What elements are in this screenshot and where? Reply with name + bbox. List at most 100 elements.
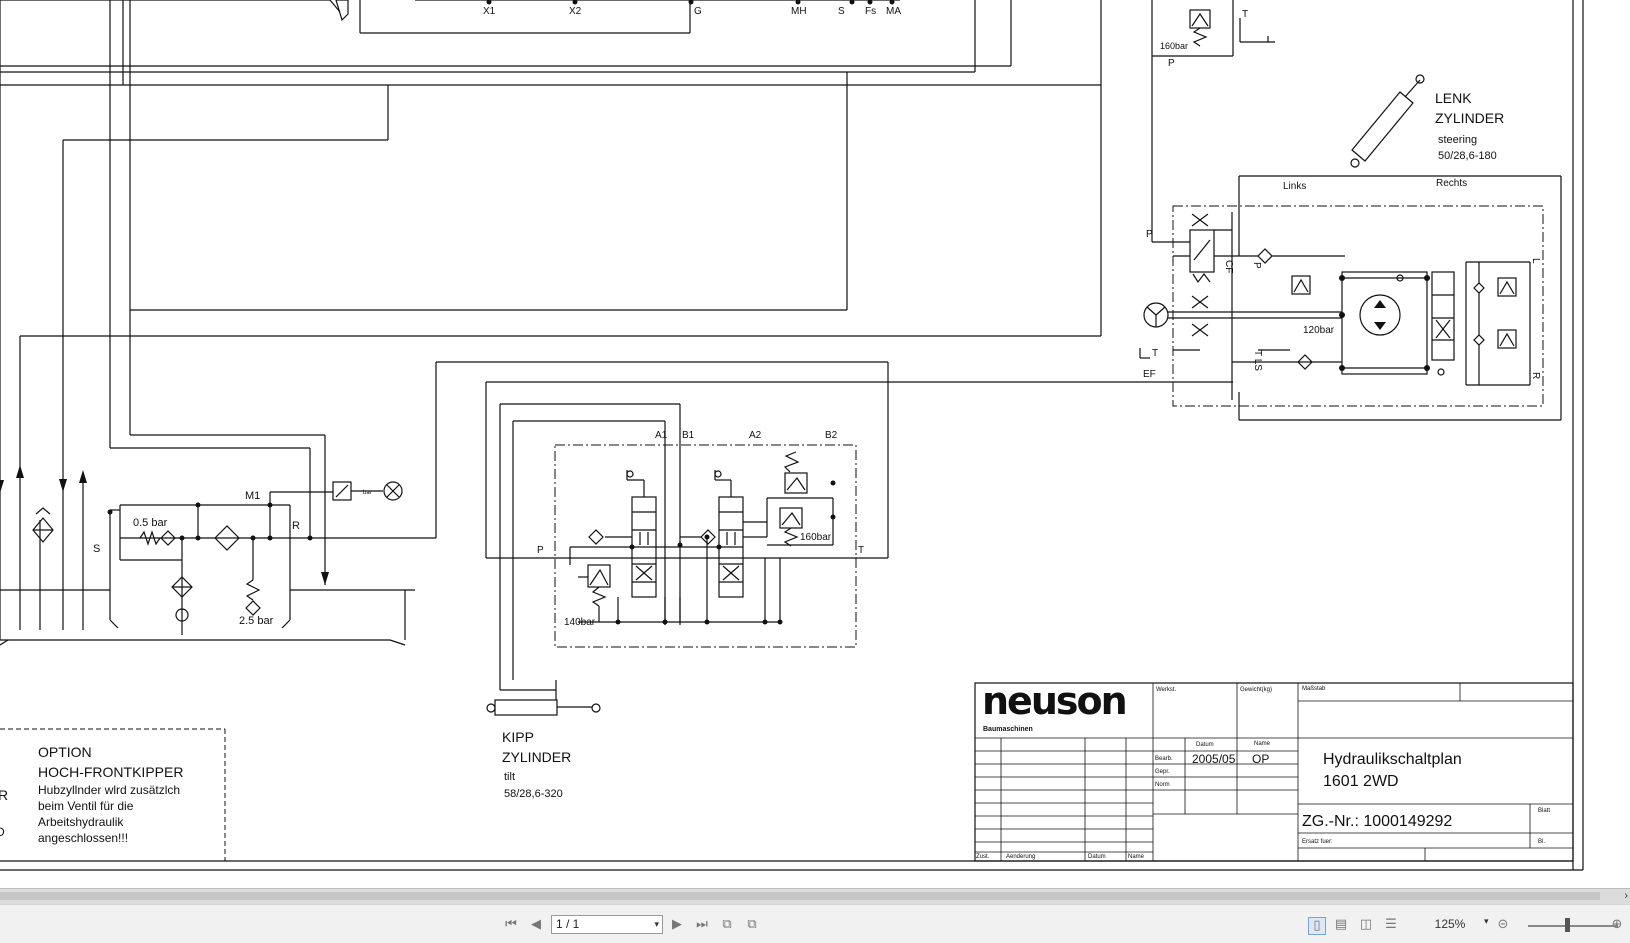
value-name: OP	[1252, 752, 1269, 766]
company-logo: neuson	[982, 679, 1126, 723]
upper-pipework: X1 X2 G MH S Fs MA	[0, 0, 1102, 640]
label-zust: Zust.	[976, 854, 990, 860]
steering-cylinder-title-1: LENK	[1435, 90, 1472, 106]
port-a2: A2	[749, 430, 762, 441]
port-label-g: G	[694, 6, 702, 17]
steering-cylinder-spec: 50/28,6-180	[1438, 150, 1497, 162]
port-label-ma: MA	[886, 6, 901, 17]
option-title: OPTION	[38, 744, 92, 760]
last-page-icon[interactable]: ⏭	[696, 917, 708, 932]
steering-port-ef: EF	[1143, 369, 1156, 380]
drawing-title-2: 1601 2WD	[1323, 773, 1399, 790]
zoom-slider-thumb[interactable]	[1565, 918, 1570, 932]
label-aenderung: Aenderung	[1006, 854, 1035, 860]
port-r: R	[292, 520, 300, 532]
label-name-col: Name	[1128, 854, 1145, 860]
steering-cylinder-en: steering	[1438, 134, 1477, 146]
page-number-input[interactable]: 1 / 1 ▾	[551, 915, 663, 934]
label-bl: Bl.	[1538, 839, 1545, 845]
zoom-out-icon[interactable]: ⊝	[1497, 917, 1509, 932]
page-indicator: 1 / 1	[556, 917, 580, 931]
next-page-icon[interactable]: ▶	[672, 917, 682, 932]
label-werkst: Werkst.	[1156, 687, 1177, 693]
scrollbar-thumb[interactable]	[0, 892, 1600, 900]
hydraulic-schematic: X1 X2 G MH S Fs MA	[0, 0, 1584, 871]
next-view-icon[interactable]: ⧉	[747, 917, 757, 932]
document-viewport[interactable]: X1 X2 G MH S Fs MA	[0, 0, 1630, 888]
steering-relief-160bar: 160bar	[1160, 41, 1188, 51]
steering-links: Links	[1283, 181, 1306, 192]
check-valve-05bar: 0.5 bar	[133, 517, 168, 529]
facing-pages-icon[interactable]: ◫	[1359, 917, 1373, 932]
option-line-2: beim Ventil für die	[38, 799, 134, 813]
tilt-cylinder-title-1: KIPP	[502, 729, 534, 745]
steering-rechts: Rechts	[1436, 178, 1467, 189]
relief-140bar: 140bar	[564, 617, 596, 628]
drawing-number: ZG.-Nr.: 1000149292	[1302, 813, 1452, 830]
port-label-s: S	[838, 6, 845, 17]
port-s: S	[93, 543, 100, 555]
steering-port-l: L	[1530, 258, 1541, 264]
option-line-3: Arbeitshydraulik	[38, 815, 124, 829]
port-label-x2: X2	[569, 6, 582, 17]
port-m1: M1	[245, 490, 260, 502]
label-blatt: Blatt	[1538, 808, 1550, 814]
check-valve-25bar: 2.5 bar	[239, 615, 274, 627]
steering-relief-120bar: 120bar	[1303, 325, 1335, 336]
tilt-cylinder-title-2: ZYLINDER	[502, 749, 571, 765]
label-gewicht: Gewicht(kg)	[1240, 687, 1272, 693]
steering-cylinder-title-2: ZYLINDER	[1435, 110, 1504, 126]
tilt-cylinder: KIPP ZYLINDER tilt 58/28,6-320	[486, 699, 601, 800]
zoom-level[interactable]: 125%	[1434, 917, 1466, 931]
single-page-view-icon[interactable]: ▯	[1308, 917, 1326, 935]
steering-port-cf: CF	[1223, 260, 1234, 273]
steering-port-p: P	[1146, 229, 1153, 240]
steering-port-r: R	[1530, 372, 1541, 379]
continuous-facing-icon[interactable]: ☰	[1385, 917, 1397, 932]
filter-block: bar M1 R S 0.5 bar 2.5 bar	[0, 361, 888, 646]
option-line-1: Hubzyllnder wlrd zusätzlch	[38, 783, 180, 797]
label-gepr: Gepr.	[1155, 769, 1170, 775]
steering-port-p-top: P	[1168, 58, 1175, 69]
title-block: neuson Baumaschinen Werkst. Gewicht(kg) …	[974, 679, 1574, 862]
port-b2: B2	[825, 430, 838, 441]
steering-port-t: T	[1152, 348, 1158, 359]
port-a1: A1	[655, 430, 668, 441]
port-label-fs: Fs	[865, 6, 876, 17]
label-bearb: Bearb.	[1155, 756, 1173, 762]
scroll-right-icon[interactable]: ›	[1624, 890, 1628, 902]
option-edge-r: R	[0, 787, 8, 803]
drawing-title-1: Hydraulikschaltplan	[1323, 751, 1462, 768]
label-datum: Datum	[1196, 742, 1214, 748]
tilt-cylinder-spec: 58/28,6-320	[504, 788, 563, 800]
option-note-box: OPTION HOCH-FRONTKIPPER Hubzyllnder wlrd…	[0, 728, 226, 861]
previous-view-icon[interactable]: ⧉	[722, 917, 732, 932]
option-line-4: angeschlossen!!!	[38, 831, 128, 845]
zoom-in-icon[interactable]: ⊕	[1611, 917, 1623, 932]
continuous-view-icon[interactable]: ▤	[1334, 917, 1348, 932]
previous-page-icon[interactable]: ◀	[531, 917, 541, 932]
first-page-icon[interactable]: ⏮	[505, 917, 517, 932]
control-valve: A1 B1 A2 B2 P T 140bar 160bar	[485, 362, 1233, 700]
label-datum-col: Datum	[1088, 854, 1106, 860]
label-ersatz-fuer: Ersatz fuer:	[1302, 839, 1333, 845]
tilt-cylinder-en: tilt	[504, 771, 515, 783]
port-label-x1: X1	[483, 6, 496, 17]
zoom-slider[interactable]	[1528, 925, 1618, 927]
gauge-unit-label: bar	[363, 490, 372, 496]
steering-port-p2: P	[1251, 262, 1262, 269]
port-t-valve: T	[858, 545, 864, 556]
steering-port-ts: T LS	[1252, 350, 1263, 371]
status-bar: ⏮ ◀ 1 / 1 ▾ ▶ ⏭ ⧉ ⧉ ▯ ▤ ◫ ☰ 125% ▾ ⊝ ⊕	[0, 904, 1630, 943]
zoom-dropdown-icon[interactable]: ▾	[1484, 916, 1489, 926]
label-norm: Norm	[1155, 782, 1170, 788]
page-dropdown-icon[interactable]: ▾	[654, 919, 659, 929]
steering-port-t-top: T	[1242, 9, 1248, 20]
port-label-mh: MH	[791, 6, 807, 17]
label-name: Name	[1254, 741, 1271, 747]
port-b1: B1	[682, 430, 695, 441]
horizontal-scrollbar[interactable]: ›	[0, 888, 1630, 904]
port-p-valve: P	[537, 545, 544, 556]
steering-unit: 160bar T P LENK ZYLINDER steering 50/28,…	[1139, 0, 1562, 421]
value-date: 2005/05	[1192, 752, 1236, 766]
